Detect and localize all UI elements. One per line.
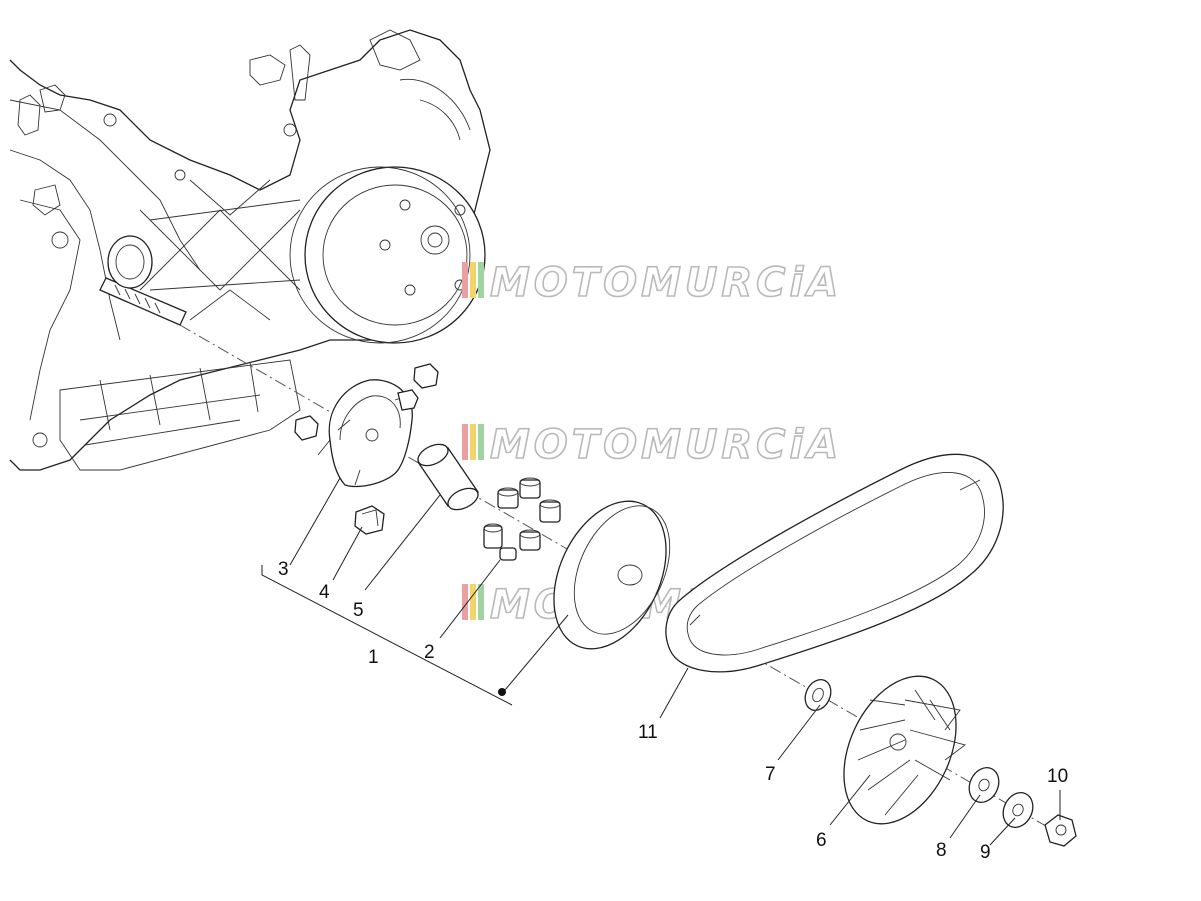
- part-8-washer: [968, 766, 1000, 804]
- callout-10: 10: [1047, 766, 1068, 787]
- callout-4: 4: [319, 582, 330, 603]
- callout-7: 7: [765, 764, 776, 785]
- callout-6: 6: [816, 830, 827, 851]
- watermark-text: MOTOMURCiA: [490, 260, 842, 306]
- pulley-half: [553, 500, 671, 650]
- part-11-drive-belt: [665, 453, 1004, 673]
- callout-5: 5: [353, 600, 364, 621]
- callout-11: 11: [638, 722, 658, 743]
- callout-labels: 1 2 3 4 5 6 7 8 9 10 11: [278, 559, 1068, 863]
- part-7-washer: [804, 678, 832, 712]
- part-5-bushing: [417, 443, 479, 511]
- clutch-drum: [289, 166, 486, 344]
- part-3-ramp-plate: [317, 379, 413, 488]
- callout-3: 3: [278, 559, 289, 580]
- part-2-rollers: [483, 477, 561, 561]
- reference-dot: [498, 688, 506, 696]
- callout-2: 2: [424, 642, 435, 663]
- callout-9: 9: [980, 842, 991, 863]
- drive-shaft: [99, 235, 187, 326]
- watermark-text: MOTOMURCiA: [490, 422, 842, 468]
- part-9-spring-washer: [1002, 791, 1034, 829]
- engine-housing: [9, 29, 491, 471]
- callout-1: 1: [368, 647, 379, 668]
- part-4-guide-slider: [354, 505, 385, 535]
- part-10-nut: [1044, 814, 1077, 847]
- leader-lines: [261, 477, 1061, 846]
- callout-8: 8: [936, 840, 947, 861]
- slider-clips: [294, 363, 439, 441]
- part-6-fan-pulley: [843, 675, 967, 825]
